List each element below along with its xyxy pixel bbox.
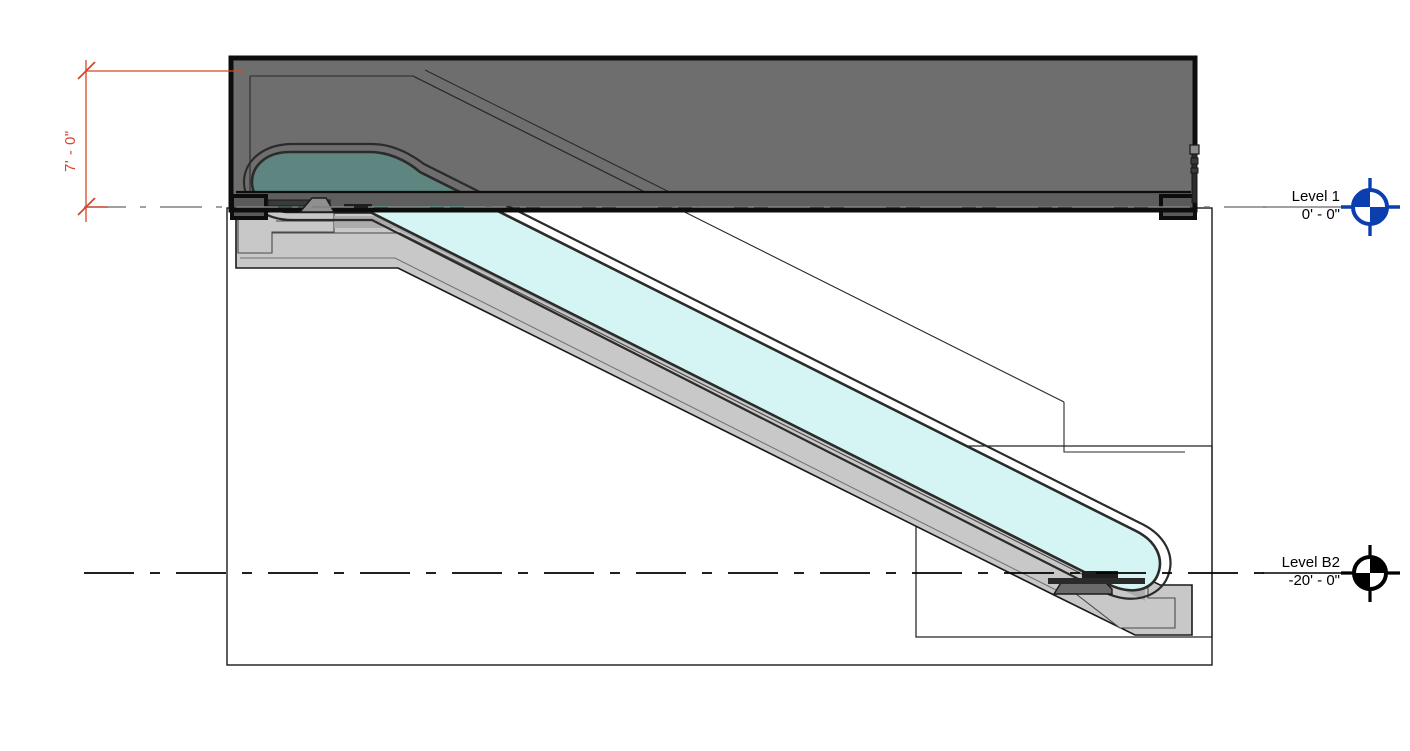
level-head-levelB2-name: Level B2	[1282, 554, 1340, 571]
vertical-height-dimension[interactable]: 7' - 0"	[62, 60, 243, 222]
level-head-level1-elevation: 0' - 0"	[1302, 206, 1340, 223]
level-marker-icon-levelB2[interactable]	[1341, 545, 1400, 602]
level-head-level1[interactable]: Level 1 0' - 0"	[1263, 178, 1400, 236]
dimension-value: 7' - 0"	[62, 130, 79, 172]
level-head-levelB2-elevation: -20' - 0"	[1288, 572, 1340, 589]
escalator-balustrade-glass	[265, 207, 1162, 592]
level-head-level1-name: Level 1	[1292, 188, 1340, 205]
handrail-newel-post	[1189, 144, 1200, 204]
level-head-levelB2[interactable]: Level B2 -20' - 0"	[1263, 545, 1400, 602]
escalator-upper-enclosure-cut	[228, 55, 1198, 453]
level-marker-icon-level1[interactable]	[1341, 178, 1400, 236]
handrail-return-detail	[267, 197, 372, 213]
escalator-truss	[235, 211, 1193, 636]
